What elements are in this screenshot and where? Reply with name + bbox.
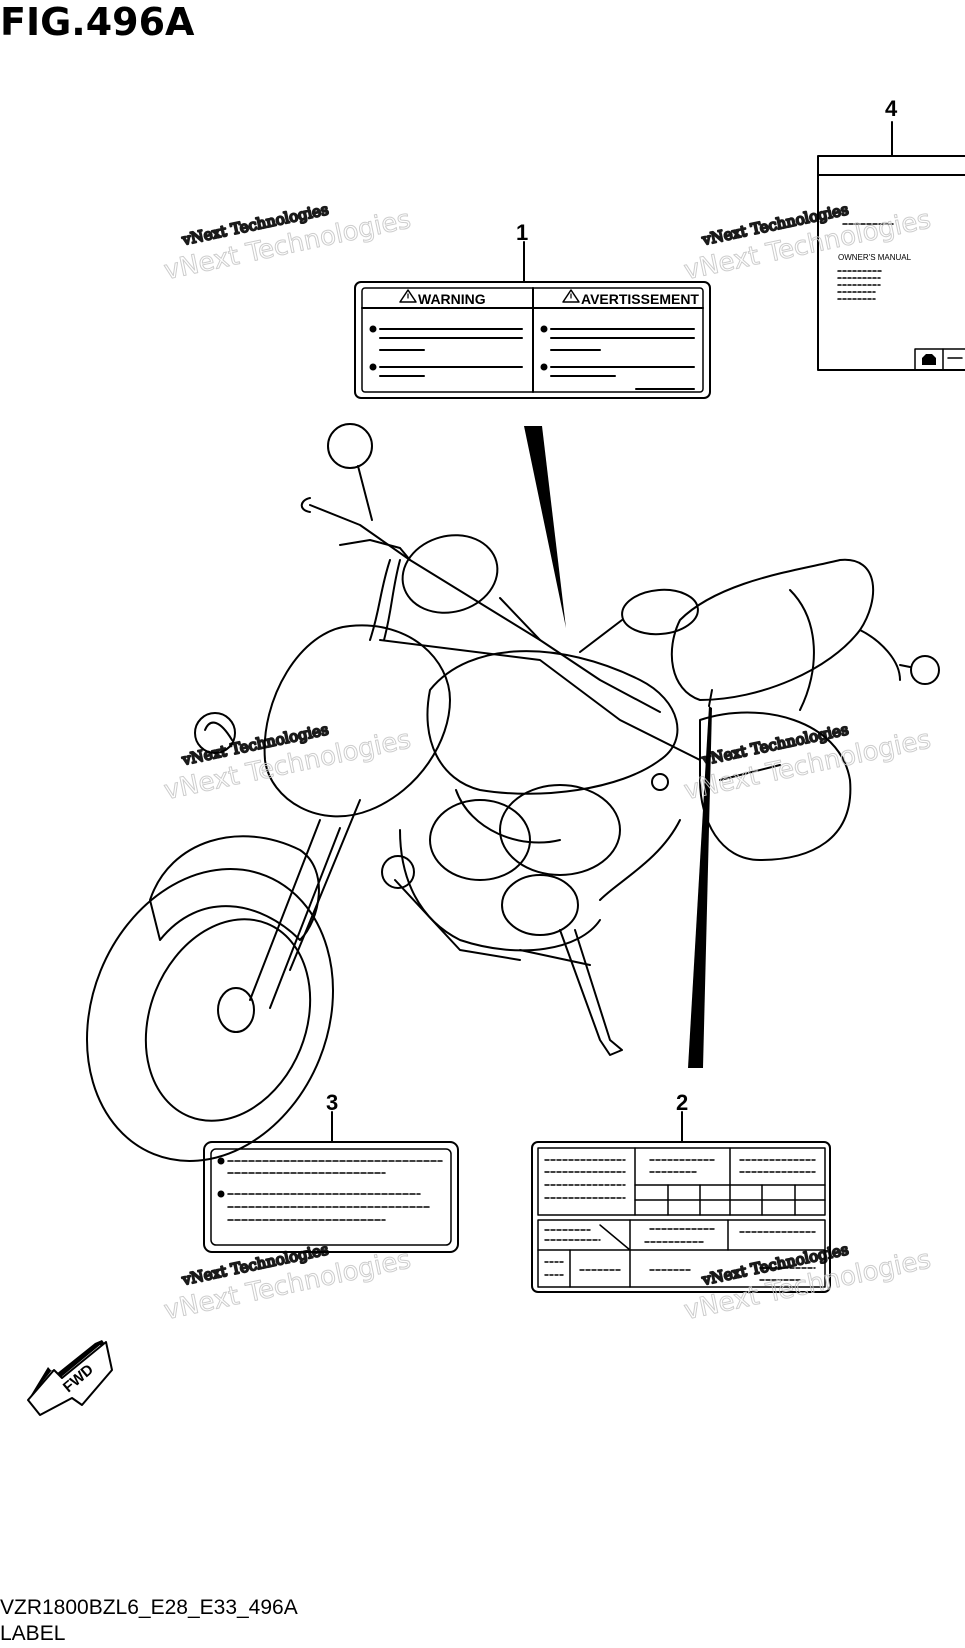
label-1-drawing[interactable] — [354, 241, 711, 628]
callout-1[interactable]: 1 — [516, 220, 529, 245]
fwd-arrow-icon — [27, 1340, 113, 1416]
callout-3[interactable]: 3 — [326, 1090, 339, 1115]
owners-manual-drawing[interactable] — [817, 121, 965, 371]
figure-title: FIG.496A — [0, 0, 195, 44]
figure-caption: LABEL — [0, 1622, 66, 1645]
label-1-avertissement-heading: AVERTISSEMENT — [581, 291, 699, 307]
callout-2[interactable]: 2 — [676, 1090, 689, 1115]
label-3-drawing[interactable] — [203, 1111, 459, 1253]
label-1-warning-heading: WARNING — [418, 291, 486, 307]
label-2-drawing[interactable] — [531, 1111, 831, 1293]
owners-manual-title: OWNER'S MANUAL — [838, 253, 912, 262]
callout-4[interactable]: 4 — [885, 96, 898, 121]
motorcycle-drawing — [86, 423, 940, 1162]
figure-code: VZR1800BZL6_E28_E33_496A — [0, 1596, 298, 1619]
watermark-group: vNext Technologies vNext Technologies vN… — [161, 199, 934, 1326]
